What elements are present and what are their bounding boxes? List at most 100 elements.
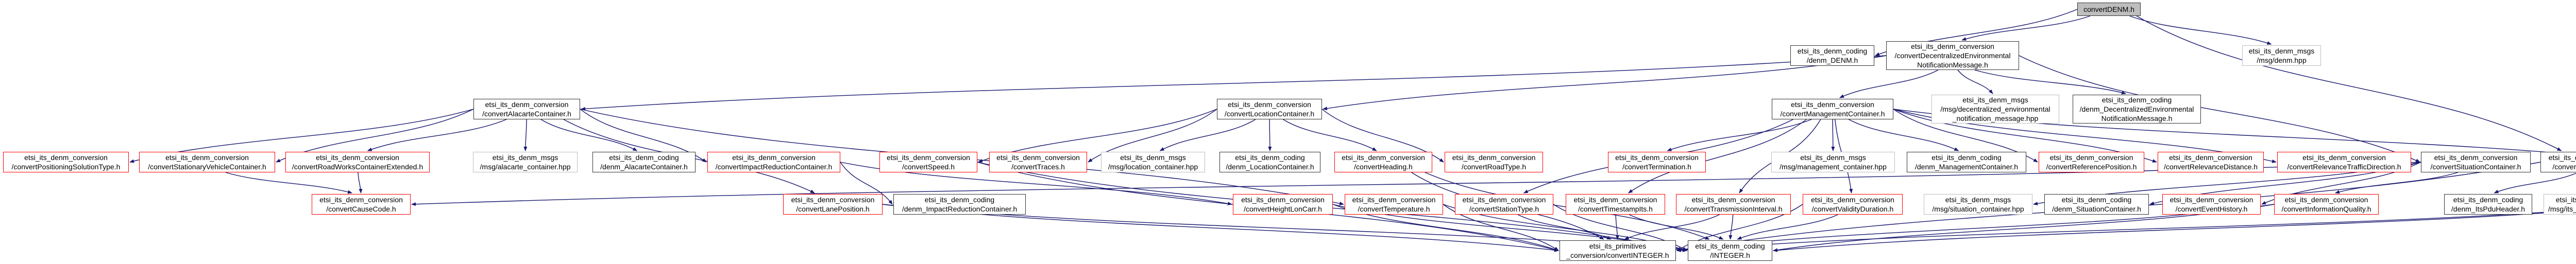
graph-node-positioning[interactable]: etsi_its_denm_conversion/convertPosition… xyxy=(3,152,129,172)
graph-node-timestampIts[interactable]: etsi_its_denm_conversion/convertTimestam… xyxy=(1566,194,1665,215)
node-label-line: /denm_DecentralizedEnvironmental xyxy=(2079,105,2194,113)
node-label-line: /convertLanePosition.h xyxy=(796,205,870,213)
graph-node-denmHpp: etsi_its_denm_msgs/msg/denm.hpp xyxy=(2242,45,2321,66)
graph-node-temperature[interactable]: etsi_its_denm_conversion/convertTemperat… xyxy=(1345,194,1443,215)
edge-validityDuration-to-integerH xyxy=(1737,214,1838,240)
graph-node-impactReduction[interactable]: etsi_its_denm_conversion/convertImpactRe… xyxy=(707,152,840,172)
node-label-line: etsi_its_denm_conversion xyxy=(2170,196,2253,204)
node-label-line: etsi_its_denm_conversion xyxy=(1911,42,1994,50)
node-label-line: /convertPositioningSolutionType.h xyxy=(11,163,121,171)
node-label-line: etsi_its_denm_conversion xyxy=(2434,153,2518,162)
graph-node-denmAlacarte[interactable]: etsi_its_denm_coding/denm_AlacarteContai… xyxy=(592,152,696,172)
graph-node-roadType[interactable]: etsi_its_denm_conversion/convertRoadType… xyxy=(1445,152,1543,172)
edge-stationType-to-convertInteger xyxy=(1517,214,1612,240)
graph-node-eventHistory[interactable]: etsi_its_denm_conversion/convertEventHis… xyxy=(2162,194,2261,215)
node-label-line: /msg/alacarte_container.hpp xyxy=(480,163,571,171)
graph-node-referencePosition[interactable]: etsi_its_denm_conversion/convertReferenc… xyxy=(2039,152,2144,172)
graph-node-alacarte[interactable]: etsi_its_denm_conversion/convertAlacarte… xyxy=(473,99,580,119)
node-label-line: etsi_its_denm_coding xyxy=(2453,196,2523,204)
node-label-line: etsi_its_denm_conversion xyxy=(1352,196,1436,204)
graph-node-traces[interactable]: etsi_its_denm_conversion/convertTraces.h xyxy=(989,152,1087,172)
graph-node-stationType[interactable]: etsi_its_denm_conversion/convertStationT… xyxy=(1455,194,1553,215)
edge-root-to-cdenm xyxy=(1961,15,2091,41)
node-label-line: /convertRelevanceDistance.h xyxy=(2163,163,2258,171)
node-label-line: /msg/denm.hpp xyxy=(2257,56,2307,64)
graph-node-denmDENM[interactable]: etsi_its_denm_coding/denm_DENM.h xyxy=(1790,45,1874,66)
node-label-line: /denm_LocationContainer.h xyxy=(1226,163,1314,171)
node-label-line: /convertValidityDuration.h xyxy=(1811,205,1894,213)
graph-node-denmImpactReduction[interactable]: etsi_its_denm_coding/denm_ImpactReductio… xyxy=(893,194,1026,215)
graph-node-heightLonCarr[interactable]: etsi_its_denm_conversion/convertHeightLo… xyxy=(1233,194,1333,215)
graph-node-alacarteHpp: etsi_its_denm_msgs/msg/alacarte_containe… xyxy=(473,152,578,172)
node-label-line: /convertStationaryVehicleContainer.h xyxy=(148,163,266,171)
graph-node-denmLocation[interactable]: etsi_its_denm_coding/denm_LocationContai… xyxy=(1219,152,1320,172)
node-label-line: _conversion/convertINTEGER.h xyxy=(1566,251,1669,259)
node-label-line: etsi_its_denm_coding xyxy=(2102,96,2172,104)
graph-node-itsPduHeaderHpp: etsi_its_denm_msgs/msg/its_pdu_header.hp… xyxy=(2544,194,2576,215)
edge-itsPduHeader-to-denmItsPduHeader xyxy=(2494,172,2576,193)
node-label-line: etsi_its_denm_conversion xyxy=(1241,196,1325,204)
graph-node-denmManagement[interactable]: etsi_its_denm_coding/denm_ManagementCont… xyxy=(1907,152,2026,172)
graph-node-itsPduHeader[interactable]: etsi_its_denm_conversion/convertItsPduHe… xyxy=(2540,152,2576,172)
node-label-line: /convertSpeed.h xyxy=(902,163,955,171)
graph-node-heading[interactable]: etsi_its_denm_conversion/convertHeading.… xyxy=(1334,152,1432,172)
node-label-line: etsi_its_denm_msgs xyxy=(1120,153,1186,162)
graph-node-location[interactable]: etsi_its_denm_conversion/convertLocation… xyxy=(1217,99,1322,119)
node-label-line: /convertReferencePosition.h xyxy=(2046,163,2137,171)
node-label-line: etsi_its_denm_msgs xyxy=(2248,47,2315,55)
graph-node-cdenm[interactable]: etsi_its_denm_conversion/convertDecentra… xyxy=(1886,41,2019,70)
node-label-line: /convertAlacarteContainer.h xyxy=(482,110,571,118)
node-label-line: etsi_its_denm_conversion xyxy=(1462,196,1546,204)
graph-node-relevanceDistance[interactable]: etsi_its_denm_conversion/convertRelevanc… xyxy=(2158,152,2264,172)
node-label-line: /msg/its_pdu_header.hpp xyxy=(2548,205,2576,213)
graph-node-integerH[interactable]: etsi_its_denm_coding/INTEGER.h xyxy=(1688,240,1772,261)
graph-node-locationHpp: etsi_its_denm_msgs/msg/location_containe… xyxy=(1101,152,1205,172)
node-label-line: etsi_its_denm_conversion xyxy=(24,153,108,162)
node-label-line: NotificationMessage.h xyxy=(1917,61,1988,69)
node-label-line: /convertItsPduHeader.h xyxy=(2552,163,2576,171)
node-label-line: /msg/decentralized_environmental xyxy=(1940,105,2050,113)
graph-node-speed[interactable]: etsi_its_denm_conversion/convertSpeed.h xyxy=(879,152,977,172)
edge-alacarte-to-denmAlacarte xyxy=(540,119,638,151)
node-label-line: etsi_its_denm_conversion xyxy=(887,153,970,162)
edge-location-to-denmLocation xyxy=(1268,119,1272,151)
node-label-line: /denm_SituationContainer.h xyxy=(2052,205,2141,213)
graph-node-stationaryVehicle[interactable]: etsi_its_denm_conversion/convertStationa… xyxy=(139,152,275,172)
node-label-line: etsi_its_denm_conversion xyxy=(1615,153,1699,162)
graph-node-denmItsPduHeader[interactable]: etsi_its_denm_coding/denm_ItsPduHeader.h xyxy=(2444,194,2532,215)
graph-node-management[interactable]: etsi_its_denm_conversion/convertManageme… xyxy=(1772,99,1893,119)
edge-alacarte-to-roadworks xyxy=(367,119,507,151)
node-label-line: etsi_its_denm_msgs xyxy=(1945,196,2011,204)
graph-node-lanePosition[interactable]: etsi_its_denm_conversion/convertLanePosi… xyxy=(783,194,883,215)
graph-node-denmSituation[interactable]: etsi_its_denm_coding/denm_SituationConta… xyxy=(2044,194,2149,215)
node-label-line: /msg/situation_container.hpp xyxy=(1932,205,2024,213)
node-label-line: etsi_its_denm_conversion xyxy=(485,100,569,109)
node-label-line: etsi_its_denm_coding xyxy=(1931,153,2002,162)
edge-management-to-denmManagement xyxy=(1848,119,1959,151)
graph-node-validityDuration[interactable]: etsi_its_denm_conversion/convertValidity… xyxy=(1803,194,1903,215)
graph-node-roadworks[interactable]: etsi_its_denm_conversion/convertRoadWork… xyxy=(285,152,430,172)
graph-node-transmissionInterval[interactable]: etsi_its_denm_conversion/convertTransmis… xyxy=(1676,194,1791,215)
node-label-line: etsi_its_denm_conversion xyxy=(1228,100,1311,109)
node-label-line: /convertTransmissionInterval.h xyxy=(1684,205,1783,213)
node-label-line: etsi_its_denm_coding xyxy=(924,196,995,204)
node-label-line: /denm_ImpactReductionContainer.h xyxy=(902,205,1018,213)
edge-cdenm-to-denmMsgHpp xyxy=(1957,69,1993,94)
graph-node-termination[interactable]: etsi_its_denm_conversion/convertTerminat… xyxy=(1608,152,1706,172)
node-label-line: /denm_ManagementContainer.h xyxy=(1914,163,2019,171)
graph-node-relevanceTrafficDir[interactable]: etsi_its_denm_conversion/convertRelevanc… xyxy=(2277,152,2411,172)
node-label-line: etsi_its_denm_coding xyxy=(609,153,679,162)
graph-node-denmCodingH[interactable]: etsi_its_denm_coding/denm_DecentralizedE… xyxy=(2073,95,2201,124)
graph-node-informationQuality[interactable]: etsi_its_denm_conversion/convertInformat… xyxy=(2274,194,2379,215)
node-label-line: etsi_its_denm_conversion xyxy=(732,153,816,162)
node-label-line: /convertEventHistory.h xyxy=(2175,205,2248,213)
graph-node-managementHpp: etsi_its_denm_msgs/msg/management_contai… xyxy=(1771,152,1895,172)
node-label-line: etsi_its_denm_conversion xyxy=(1791,100,1874,109)
graph-node-convertInteger[interactable]: etsi_its_primitives_conversion/convertIN… xyxy=(1560,240,1676,261)
graph-node-situation[interactable]: etsi_its_denm_conversion/convertSituatio… xyxy=(2421,152,2531,172)
node-label-line: convertDENM.h xyxy=(2083,5,2134,13)
graph-node-causeCode[interactable]: etsi_its_denm_conversion/convertCauseCod… xyxy=(312,194,411,215)
graph-node-situationHpp: etsi_its_denm_msgs/msg/situation_contain… xyxy=(1924,194,2032,215)
node-label-line: etsi_its_denm_conversion xyxy=(2049,153,2133,162)
node-label-line: etsi_its_denm_conversion xyxy=(2302,153,2386,162)
